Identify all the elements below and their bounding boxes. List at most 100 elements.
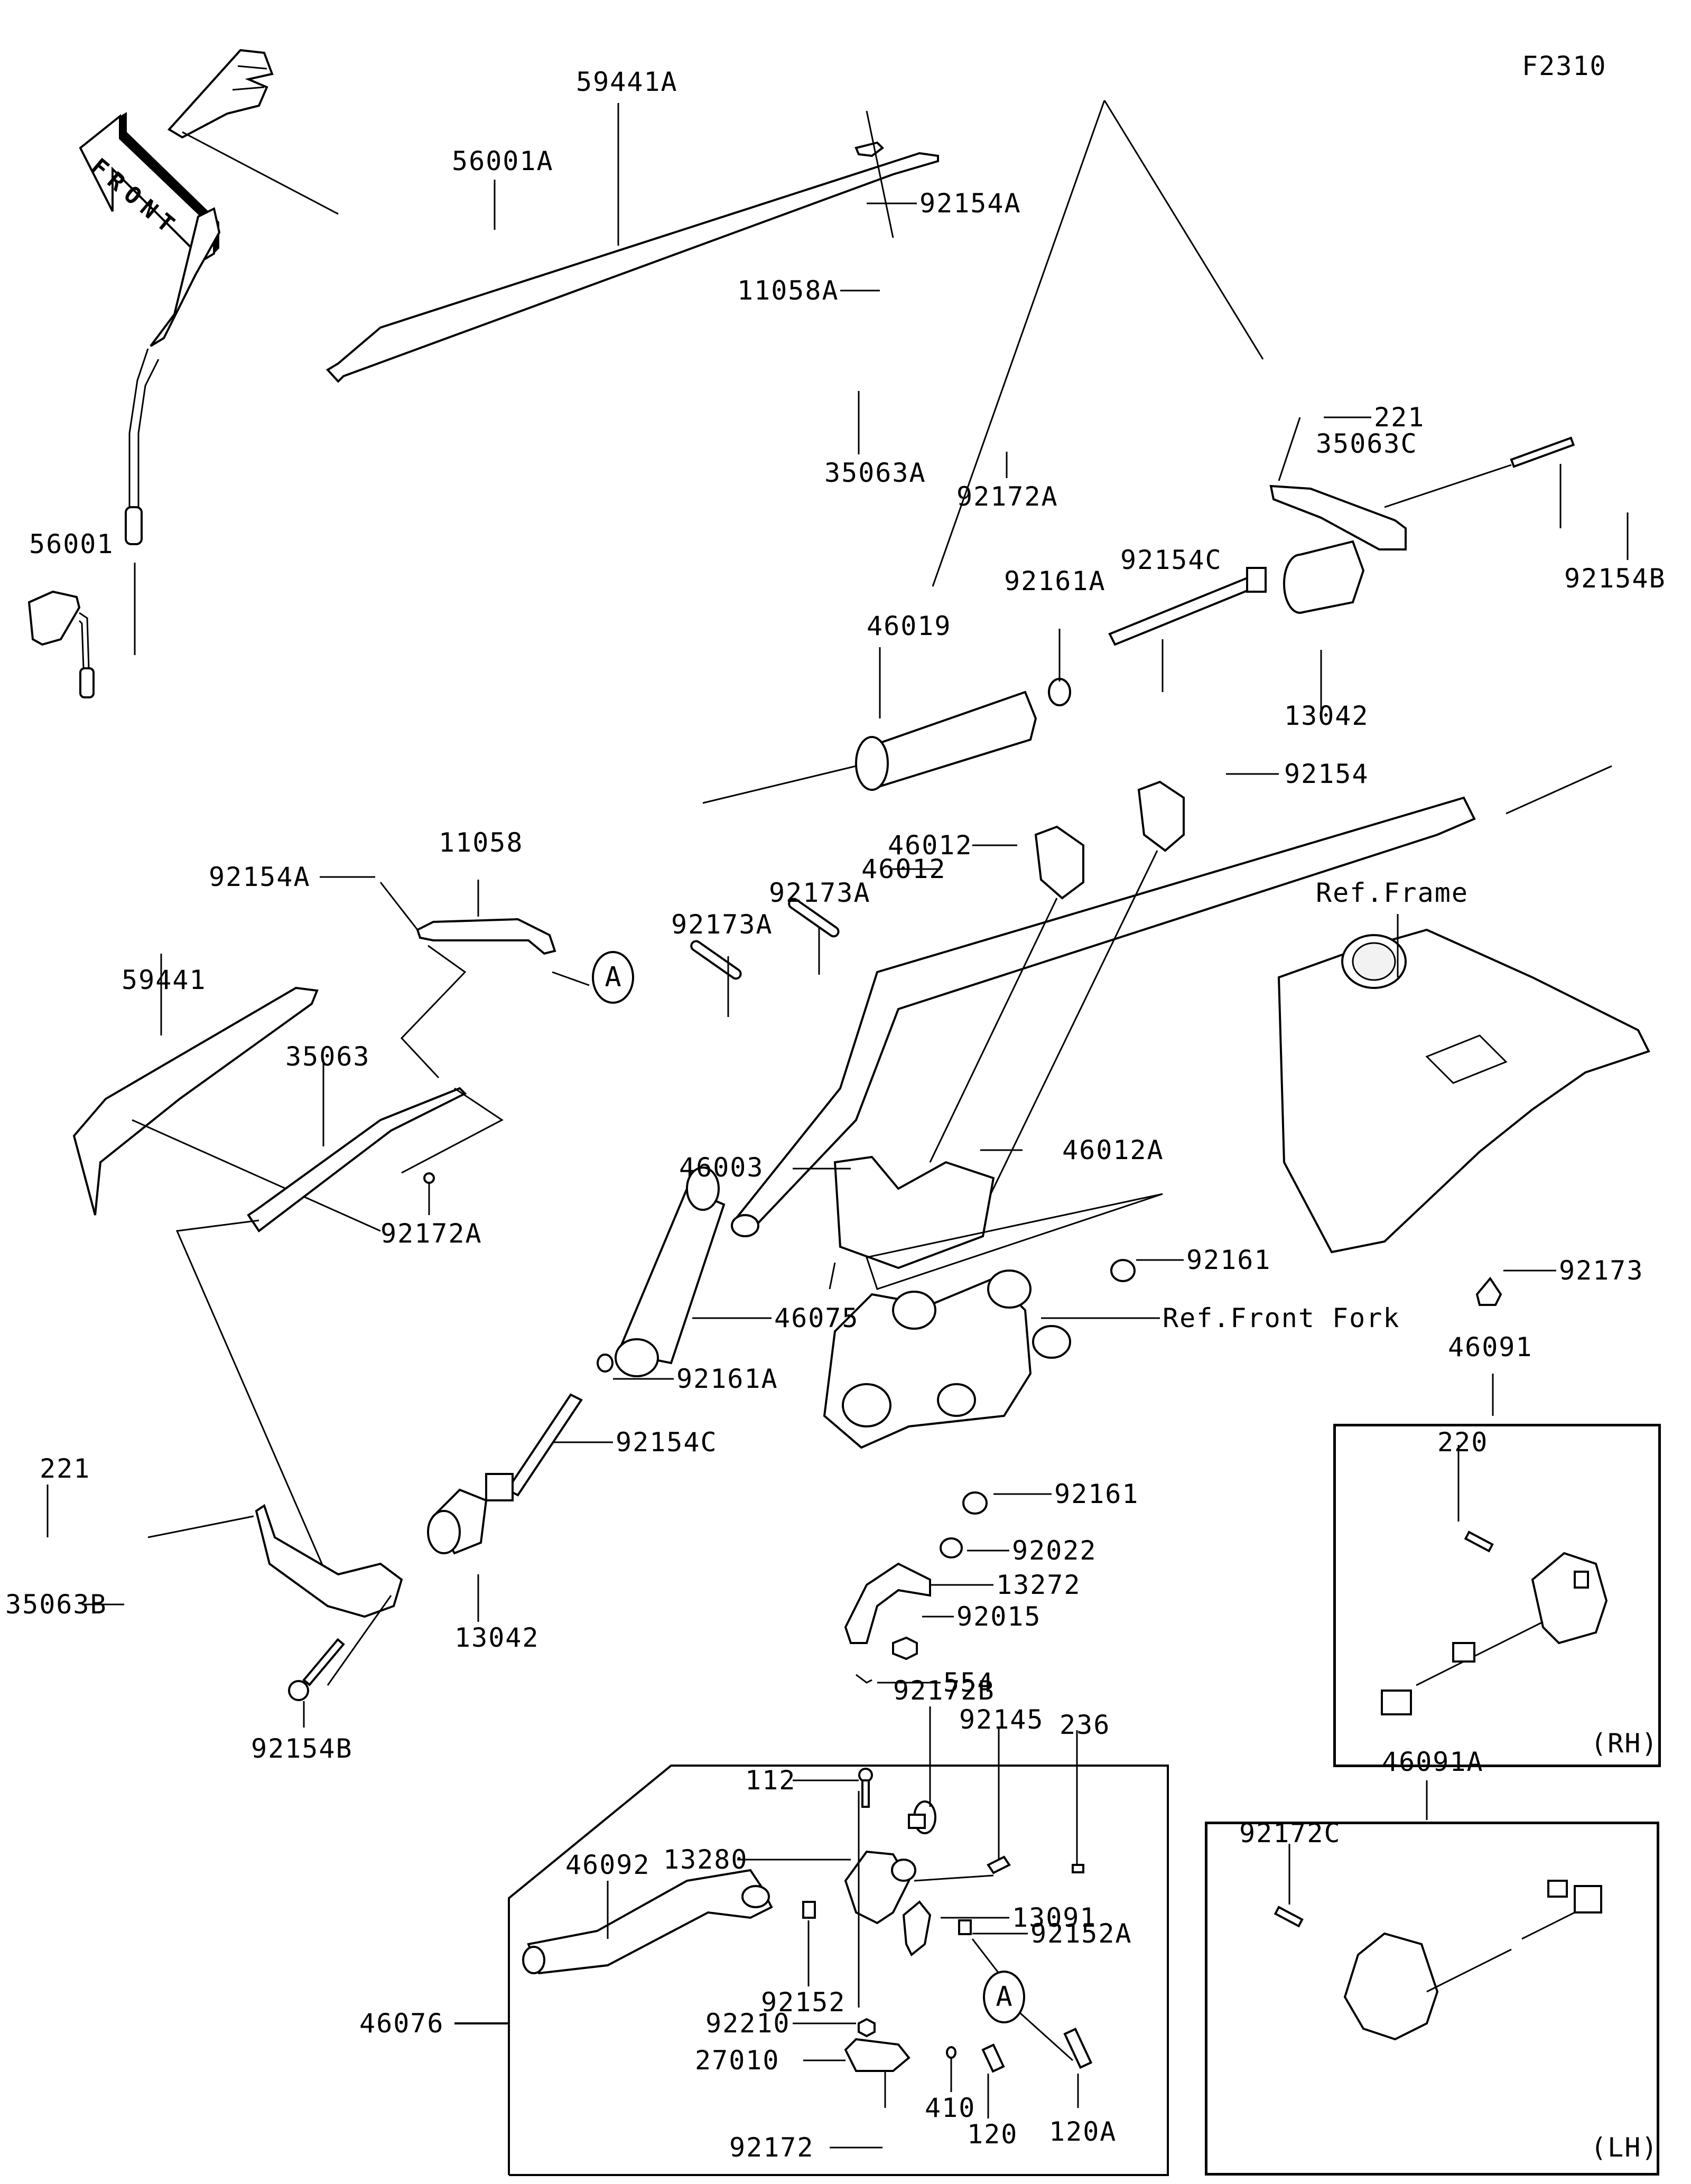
bracket-11058-shape bbox=[379, 882, 556, 1079]
collar-92161a-top-shape bbox=[1048, 678, 1071, 706]
weight-bracket-35063c-shape bbox=[1269, 417, 1575, 550]
holder-46012a-shape bbox=[829, 1155, 1163, 1290]
part-label[interactable]: 92154A bbox=[209, 862, 311, 892]
part-label[interactable]: 46003 bbox=[679, 1152, 764, 1183]
part-label[interactable]: 221 bbox=[1374, 402, 1425, 433]
part-label[interactable]: 92172B bbox=[893, 1675, 995, 1706]
part-label[interactable]: 92172A bbox=[956, 481, 1058, 512]
part-label[interactable]: 92015 bbox=[956, 1601, 1042, 1632]
part-label[interactable]: 236 bbox=[1060, 1710, 1111, 1740]
part-label[interactable]: 92022 bbox=[1012, 1535, 1097, 1566]
part-label[interactable]: 13272 bbox=[996, 1570, 1081, 1600]
part-label[interactable]: 13042 bbox=[1284, 701, 1369, 731]
collar-92152a-shape bbox=[958, 1919, 972, 1935]
bolt-120-shape bbox=[981, 2043, 1005, 2073]
part-label[interactable]: 46012 bbox=[861, 854, 946, 884]
clamps-46012-shape bbox=[929, 780, 1185, 1200]
part-label[interactable]: 13280 bbox=[663, 1844, 748, 1875]
part-label[interactable]: 11058 bbox=[439, 827, 524, 858]
bolt-112-shape bbox=[858, 1768, 873, 1808]
part-label[interactable]: 35063 bbox=[285, 1041, 370, 1072]
part-label[interactable]: 13091 bbox=[1012, 1902, 1097, 1933]
part-label[interactable]: 92154 bbox=[1284, 759, 1369, 789]
switch-27010-shape bbox=[844, 2038, 910, 2072]
part-label[interactable]: 46091A bbox=[1382, 1747, 1484, 1777]
part-label[interactable]: 13042 bbox=[454, 1622, 540, 1653]
lh-switch-panel bbox=[1205, 1822, 1659, 2176]
part-label[interactable]: 46076 bbox=[359, 2008, 444, 2039]
part-label[interactable]: 92210 bbox=[705, 2008, 791, 2039]
washer-92161-bottom-shape bbox=[962, 1491, 988, 1515]
part-label[interactable]: 92154B bbox=[1564, 563, 1666, 594]
bolt-92154b-left-shape bbox=[288, 1638, 345, 1701]
part-label[interactable]: 35063B bbox=[5, 1589, 107, 1620]
rh-switch-panel bbox=[1333, 1424, 1661, 1767]
lever-46092-shape bbox=[522, 1869, 773, 1975]
part-label[interactable]: 46075 bbox=[774, 1303, 859, 1333]
bracket-35063a-shape bbox=[326, 100, 1264, 587]
part-label[interactable]: 92145 bbox=[959, 1704, 1044, 1735]
hand-guard-59441a-shape bbox=[167, 49, 339, 215]
side-label-rh: (RH) bbox=[1591, 1728, 1659, 1759]
part-label[interactable]: 92161A bbox=[676, 1364, 778, 1394]
part-label[interactable]: 92161 bbox=[1054, 1479, 1139, 1509]
frame-reference-shape bbox=[1277, 928, 1650, 1254]
part-label[interactable]: 59441 bbox=[122, 965, 207, 995]
grip-46075-shape bbox=[615, 1166, 726, 1377]
part-label[interactable]: 92172A bbox=[380, 1218, 482, 1249]
part-label[interactable]: 92172 bbox=[729, 2132, 814, 2163]
part-label[interactable]: 46091 bbox=[1448, 1332, 1533, 1362]
part-label[interactable]: 220 bbox=[1437, 1427, 1489, 1458]
part-label[interactable]: 35063C bbox=[1316, 428, 1418, 459]
leader-lines bbox=[47, 103, 1629, 2149]
part-label[interactable]: 35063A bbox=[824, 458, 926, 488]
ref-front-fork-label[interactable]: Ref.Front Fork bbox=[1163, 1303, 1400, 1333]
handlebar-46003-shape bbox=[731, 765, 1612, 1237]
holder-13091-shape bbox=[902, 1900, 932, 1957]
diagram-code: F2310 bbox=[1522, 51, 1607, 81]
part-label[interactable]: 92173A bbox=[769, 878, 871, 908]
washer-92161-top-shape bbox=[1110, 1259, 1136, 1282]
collar-92161a-left-shape bbox=[597, 1354, 614, 1373]
part-label[interactable]: 92161A bbox=[1004, 566, 1106, 596]
lever-assembly-panel-outline bbox=[454, 1765, 1169, 2176]
part-label[interactable]: 46019 bbox=[867, 611, 952, 641]
part-label[interactable]: 59441A bbox=[576, 67, 678, 97]
part-label[interactable]: 46092 bbox=[565, 1850, 651, 1880]
part-label[interactable]: 92154C bbox=[1120, 545, 1222, 575]
part-label[interactable]: 92152 bbox=[761, 1987, 846, 2018]
nut-92015-shape bbox=[892, 1636, 918, 1660]
part-label[interactable]: 221 bbox=[40, 1453, 91, 1484]
screw-236-shape bbox=[1072, 1864, 1084, 1873]
part-label[interactable]: 120 bbox=[967, 2119, 1018, 2150]
bracket-35063b-shape bbox=[147, 1504, 403, 1686]
part-label[interactable]: 554 bbox=[943, 1667, 995, 1698]
part-label[interactable]: 46012 bbox=[888, 830, 973, 861]
part-label[interactable]: 92154C bbox=[616, 1427, 718, 1458]
ref-frame-label[interactable]: Ref.Frame bbox=[1316, 878, 1469, 908]
part-label[interactable]: 92161 bbox=[1186, 1245, 1271, 1275]
part-label[interactable]: 27010 bbox=[695, 2045, 780, 2076]
part-label[interactable]: 410 bbox=[925, 2093, 976, 2123]
part-label[interactable]: 120A bbox=[1049, 2116, 1117, 2147]
part-label[interactable]: 56001 bbox=[29, 529, 114, 559]
grip-46019-shape bbox=[702, 690, 1037, 804]
washer-410-shape bbox=[946, 2046, 956, 2059]
part-label[interactable]: 92154B bbox=[251, 1733, 353, 1764]
part-label[interactable]: 11058A bbox=[737, 275, 839, 306]
part-label[interactable]: 92154A bbox=[919, 188, 1021, 219]
part-label[interactable]: 92173 bbox=[1559, 1255, 1644, 1286]
part-label[interactable]: 112 bbox=[745, 1765, 796, 1796]
part-label[interactable]: 92152A bbox=[1030, 1918, 1132, 1949]
bar-end-weight-top-shape bbox=[1283, 540, 1365, 614]
side-label-lh: (LH) bbox=[1591, 2132, 1659, 2163]
part-label[interactable]: 46012A bbox=[1062, 1135, 1164, 1165]
rod-92154c-left-shape bbox=[485, 1393, 583, 1501]
part-label[interactable]: 92172C bbox=[1239, 1818, 1341, 1849]
screw-92172a-left-shape bbox=[423, 1172, 435, 1184]
nut-92210-shape bbox=[858, 2018, 876, 2038]
part-label[interactable]: 92173A bbox=[671, 909, 773, 940]
part-label[interactable]: 56001A bbox=[452, 146, 554, 176]
front-fork-reference-shape bbox=[823, 1270, 1071, 1449]
